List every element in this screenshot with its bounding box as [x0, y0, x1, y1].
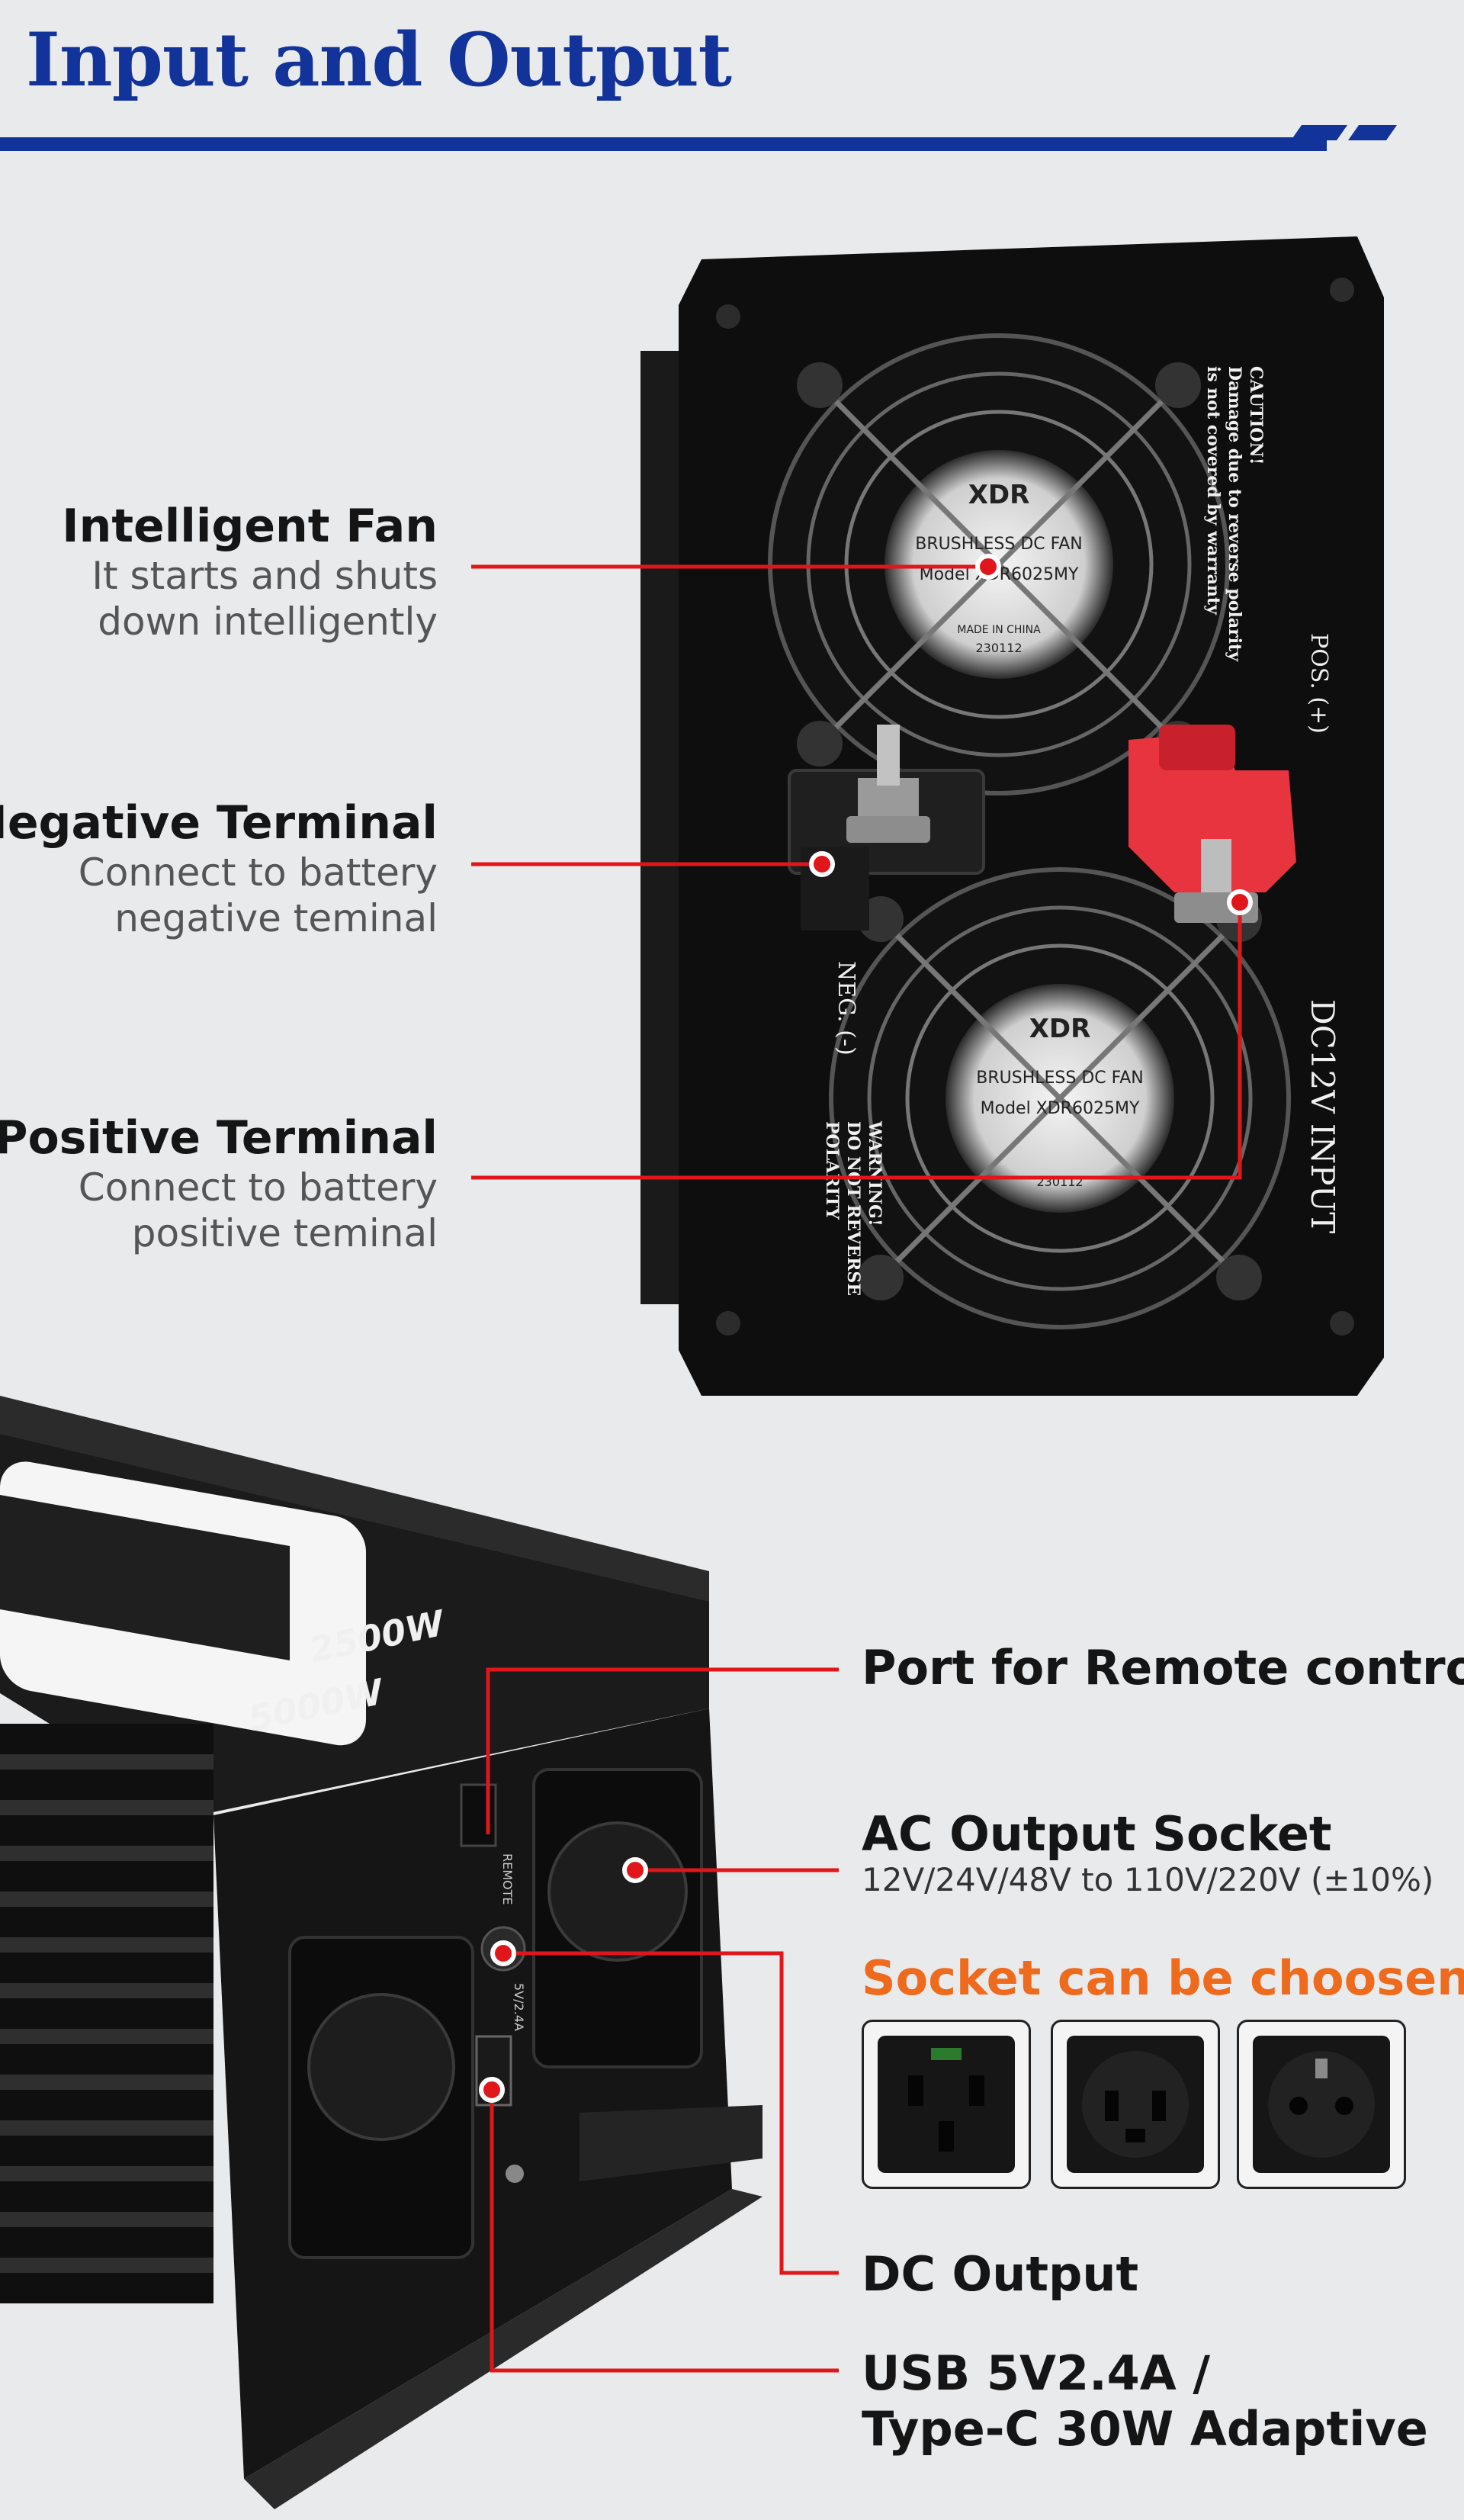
dc-output-marker	[490, 1940, 516, 1966]
fan-brand: XDR	[968, 480, 1030, 510]
label-ac-output-socket: AC Output Socket	[862, 1806, 1332, 1862]
bottom-callouts	[479, 1667, 839, 2373]
socket-option-uk	[862, 2020, 1031, 2189]
bottom-fan: XDR BRUSHLESS DC FAN Model XDR6025MY 230…	[829, 867, 1291, 1329]
inverter-front-panel-image: 2500W 5000W	[0, 1396, 762, 2509]
svg-text:is not covered by warranty: is not covered by warranty	[1203, 366, 1223, 616]
feature-positive-terminal: Positive Terminal Connect to battery pos…	[0, 1111, 438, 1256]
socket-option-french	[1237, 2020, 1406, 2189]
universal-socket-icon	[1067, 2036, 1204, 2173]
svg-text:Damage due to reverse polarity: Damage due to reverse polarity	[1225, 366, 1244, 662]
fan-marker	[975, 554, 1001, 580]
label-remote-port: Port for Remote control	[862, 1640, 1464, 1696]
feature-title: Positive Terminal	[0, 1111, 438, 1165]
fan-model: Model XDR6025MY	[981, 1099, 1140, 1118]
feature-desc: down intelligently	[98, 599, 438, 644]
ac-socket-right	[532, 1768, 703, 2068]
socket-option-universal	[1051, 2020, 1220, 2189]
feature-title: Negative Terminal	[0, 796, 438, 850]
label-usb-line2: Type-C 30W Adaptive	[862, 2401, 1428, 2457]
top-callouts	[471, 554, 1253, 1180]
ac-socket-marker	[622, 1857, 648, 1883]
feature-desc: positive teminal	[131, 1211, 438, 1255]
positive-marker	[1227, 889, 1253, 915]
title-underline	[0, 137, 1327, 151]
label-dc-output: DC Output	[862, 2246, 1139, 2302]
feature-desc: It starts and shuts	[92, 554, 438, 598]
feature-desc: Connect to battery	[78, 1165, 438, 1210]
svg-text:DO NOT REVERSE: DO NOT REVERSE	[843, 1121, 863, 1296]
label-usb-line1: USB 5V2.4A /	[862, 2345, 1211, 2401]
usb-marker	[479, 2077, 505, 2103]
fan-origin: MADE IN CHINA	[957, 624, 1041, 636]
svg-text:POLARITY: POLARITY	[822, 1121, 842, 1220]
feature-desc: negative teminal	[114, 896, 438, 940]
ac-socket-left	[288, 1936, 474, 2259]
inverter-back-panel-image: XDR BRUSHLESS DC FAN Model XDR6025MY MAD…	[640, 236, 1384, 1396]
positive-callout-line	[471, 902, 1242, 1180]
feature-negative-terminal: Negative Terminal Connect to battery neg…	[0, 796, 438, 941]
remote-callout-line	[486, 1667, 839, 1834]
pos-label: POS. (+)	[1305, 633, 1332, 734]
fan-line: BRUSHLESS DC FAN	[915, 535, 1083, 554]
label-ac-output-desc: 12V/24V/48V to 110V/220V (±10%)	[862, 1861, 1434, 1898]
caution-label: CAUTION! Damage due to reverse polarity …	[1203, 366, 1266, 662]
feature-desc: Connect to battery	[78, 850, 438, 895]
neg-label: NEG. (-)	[833, 961, 859, 1056]
warning-label: WARNING! DO NOT REVERSE POLARITY	[822, 1120, 884, 1296]
fan-brand: XDR	[1029, 1014, 1091, 1044]
remote-port-label: REMOTE	[500, 1853, 515, 1905]
usb-port-label: 5V/2.4A	[512, 1983, 526, 2031]
svg-text:WARNING!: WARNING!	[865, 1120, 884, 1226]
uk-socket-icon	[878, 2036, 1015, 2173]
svg-text:CAUTION!: CAUTION!	[1246, 366, 1266, 464]
fan-date: 230112	[975, 641, 1022, 655]
usb-callout-line	[490, 2090, 839, 2373]
feature-intelligent-fan: Intelligent Fan It starts and shuts down…	[62, 500, 438, 644]
negative-terminal	[788, 725, 985, 931]
socket-options-title: Socket can be choosen	[862, 1950, 1464, 2006]
negative-marker	[809, 851, 835, 877]
feature-title: Intelligent Fan	[62, 500, 438, 553]
input-label: DC12V INPUT	[1304, 999, 1341, 1233]
page-title: Input and Output	[26, 17, 732, 103]
french-socket-icon	[1253, 2036, 1390, 2173]
dc-output-callout-line	[503, 1951, 839, 2275]
fan-line: BRUSHLESS DC FAN	[976, 1069, 1144, 1088]
